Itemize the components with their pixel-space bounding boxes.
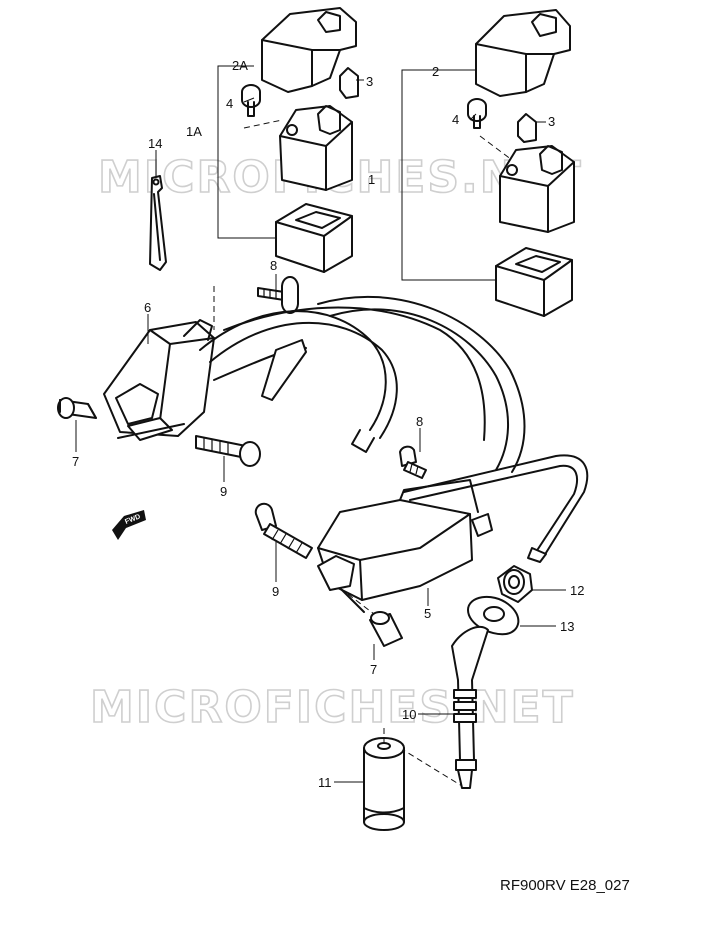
sleeve-path xyxy=(339,587,375,615)
ignition-coil-5 xyxy=(317,479,493,613)
leader-4-right xyxy=(469,113,477,121)
ht-lead-6a-end xyxy=(351,429,375,453)
bolt-9-lower xyxy=(254,502,313,559)
screw-4-left xyxy=(241,84,261,117)
harness-loop-mid xyxy=(223,306,486,441)
bolt-8-middle xyxy=(399,445,427,479)
callout-1a: 1A xyxy=(186,124,202,139)
fuse-3-left xyxy=(339,67,359,99)
callout-2a: 2A xyxy=(232,58,248,73)
callout-2: 2 xyxy=(432,64,439,79)
relay-holder-left xyxy=(275,203,353,273)
strap-14 xyxy=(149,175,167,271)
plug-cap-10 xyxy=(451,625,489,789)
fwd-arrow-icon: FWD xyxy=(112,510,146,540)
harness-loop-outer xyxy=(317,295,526,473)
bracket-1a xyxy=(217,65,276,239)
bolt-9-upper xyxy=(195,435,261,467)
bolt-8-top xyxy=(257,276,300,314)
screw-path-right xyxy=(479,135,513,161)
ht-lead-5-end xyxy=(527,547,547,563)
boot-11 xyxy=(363,737,405,831)
screw-4-right xyxy=(467,98,487,129)
cap-path xyxy=(399,747,463,787)
callout-12: 12 xyxy=(570,583,584,598)
bracket-1 xyxy=(401,69,496,281)
callout-6: 6 xyxy=(144,300,151,315)
callout-7-lower: 7 xyxy=(370,662,377,677)
sleeve-7-lower xyxy=(369,611,403,647)
fuse-3-right xyxy=(517,113,537,143)
diagram-code: RF900RV E28_027 xyxy=(500,877,630,894)
callout-5: 5 xyxy=(424,606,431,621)
callout-8-middle: 8 xyxy=(416,414,423,429)
leader-4-left xyxy=(243,97,255,103)
callout-8-top: 8 xyxy=(270,258,277,273)
sleeve-7-upper xyxy=(57,397,97,419)
callout-1: 1 xyxy=(368,172,375,187)
ignition-coil-6 xyxy=(103,319,215,441)
callout-3-right: 3 xyxy=(548,114,555,129)
relay-body-right xyxy=(499,145,575,233)
callout-4-left: 4 xyxy=(226,96,233,111)
callout-13: 13 xyxy=(560,619,574,634)
screw-path-left xyxy=(243,119,283,129)
callout-7-upper: 7 xyxy=(72,454,79,469)
relay-cover-2a xyxy=(261,7,357,93)
ht-lead-6b-boot xyxy=(261,339,307,401)
grommet-12 xyxy=(497,565,533,603)
relay-cover-2 xyxy=(475,9,571,97)
ht-lead-5-b xyxy=(409,464,578,553)
ht-lead-5-a xyxy=(403,454,589,557)
callout-10: 10 xyxy=(402,707,416,722)
ht-lead-6a-outer xyxy=(209,321,398,439)
watermark-bottom: MICROFICHES.NET xyxy=(90,682,575,733)
relay-holder-right xyxy=(495,247,573,317)
callout-9-lower: 9 xyxy=(272,584,279,599)
callout-9-upper: 9 xyxy=(220,484,227,499)
callout-3-left: 3 xyxy=(366,74,373,89)
callout-11: 11 xyxy=(318,775,332,790)
harness-loop-inner xyxy=(329,308,510,471)
callout-4-right: 4 xyxy=(452,112,459,127)
relay-body-left xyxy=(279,105,353,191)
callout-14: 14 xyxy=(148,136,162,151)
